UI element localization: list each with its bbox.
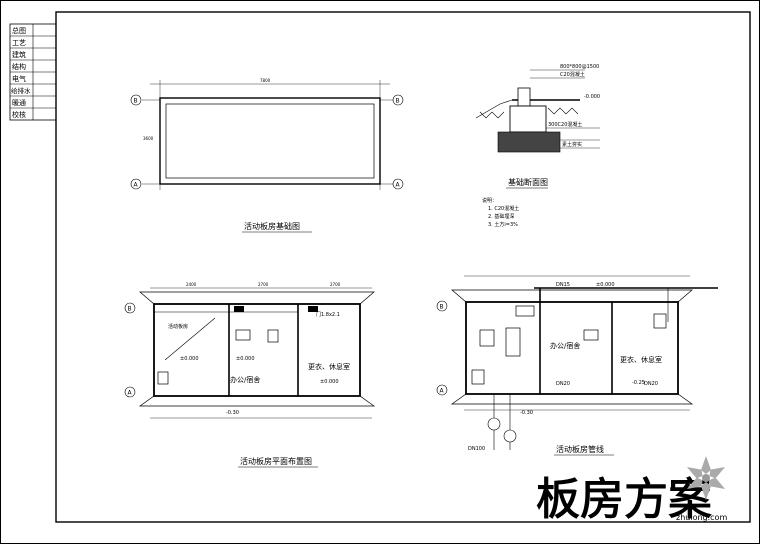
discipline-label: 工艺 — [12, 39, 26, 47]
door-marker — [234, 306, 244, 312]
callout-text: 800*800@1500 — [560, 64, 599, 70]
fixture — [515, 305, 535, 317]
concrete-pad — [509, 105, 547, 133]
note-text: 2. 基础埋深 — [488, 213, 514, 220]
pipe-label: DN20 — [644, 381, 658, 387]
fixture — [505, 327, 521, 357]
note-text: 1. C20混凝土 — [488, 205, 519, 212]
drawing-title: 活动板房平面布置图 — [240, 456, 312, 466]
room-note: 活动板房 — [168, 323, 188, 330]
drawing-title: 活动板房管线 — [556, 444, 604, 454]
axis-bubble-b — [130, 94, 142, 106]
drawing-title: 基础断面图 — [508, 177, 548, 187]
building-outline — [465, 301, 679, 395]
room-label: 办公/宿舍 — [230, 375, 260, 384]
axis-label: B — [128, 306, 132, 313]
pipe-label: DN20 — [556, 381, 570, 387]
dimension-text: 2700 — [258, 282, 269, 287]
pipe-plan: DN15 ±0.000 DN20 DN20 -0.25 -0.30 DN100 … — [436, 275, 718, 456]
cabinet — [267, 329, 279, 343]
inner-border — [55, 11, 751, 523]
building-outline — [153, 303, 361, 397]
axis-bubble-b — [436, 300, 448, 312]
discipline-label: 总图 — [12, 26, 26, 35]
foundation-inner-outline — [165, 103, 375, 179]
elevation-text: -0.25 — [632, 380, 645, 386]
discipline-title-block: 总图 工艺 建筑 结构 电气 给排水 暖通 校核 — [9, 23, 57, 121]
column-stub — [517, 87, 531, 107]
fixture — [157, 371, 169, 385]
discipline-label: 结构 — [12, 62, 26, 71]
fixture — [471, 369, 485, 385]
elevation-text: -0.000 — [584, 94, 600, 100]
discipline-label: 电气 — [12, 74, 26, 83]
dimension-text: 3600 — [143, 136, 154, 141]
elevation-text: -0.30 — [520, 410, 533, 416]
discipline-label: 暖通 — [12, 98, 26, 107]
dimension-text: 2700 — [330, 282, 341, 287]
elevation-text: ±0.000 — [320, 379, 339, 385]
pipe-label: DN100 — [468, 446, 485, 452]
drawing-title: 活动板房基础图 — [244, 221, 300, 231]
axis-label: A — [440, 388, 445, 395]
fixture — [479, 329, 495, 347]
dimension-text: 7800 — [260, 78, 271, 83]
watermark-site: zhulong.com — [676, 513, 727, 522]
floor-plan: 2400 2700 2700 活动板房 ±0.000 ±0.000 ±0.000… — [124, 282, 376, 468]
note-text: 说明： — [482, 197, 497, 204]
discipline-label: 建筑 — [12, 50, 26, 59]
dimension-text: 2400 — [186, 282, 197, 287]
elevation-text: ±0.000 — [180, 356, 199, 362]
compacted-soil — [497, 131, 561, 153]
window-note: 门1.8x2.1 — [316, 311, 340, 318]
door-marker — [308, 306, 318, 312]
axis-bubble-a — [392, 178, 404, 190]
axis-label: A — [128, 390, 133, 397]
axis-label: B — [134, 98, 138, 105]
foundation-section: 800*800@1500 C20混凝土 -0.000 300C20混凝土 素土夯… — [475, 64, 600, 228]
axis-bubble-b — [392, 94, 404, 106]
discipline-label: 给排水 — [11, 86, 31, 95]
axis-bubble-a — [124, 386, 136, 398]
inspection-well — [503, 429, 517, 443]
axis-label: A — [134, 182, 139, 189]
snowflake-logo-icon — [686, 456, 726, 500]
watermark: 板房方案 zhulong.com — [535, 456, 727, 526]
axis-label: B — [440, 304, 444, 311]
fixture — [653, 313, 667, 329]
axis-bubble-a — [436, 384, 448, 396]
callout-text: C20混凝土 — [560, 71, 585, 78]
watermark-text: 板房方案 — [536, 474, 712, 525]
callout-text: 300C20混凝土 — [548, 121, 582, 128]
foundation-plan: 7800 3600 B A B A 活动板房基础图 — [130, 78, 404, 233]
room-label: 更衣、休息室 — [308, 362, 350, 371]
room-label: 更衣、休息室 — [620, 355, 662, 364]
axis-label: B — [396, 98, 400, 105]
foundation-outline — [159, 97, 381, 185]
note-text: 3. 土方i=3% — [488, 221, 518, 228]
pipe-label: DN15 — [556, 282, 570, 288]
axis-bubble-a — [130, 178, 142, 190]
room-label: 办公/宿舍 — [550, 341, 580, 350]
desk — [583, 329, 599, 341]
elevation-text: ±0.000 — [596, 282, 615, 288]
discipline-label: 校核 — [12, 110, 26, 119]
inspection-well — [487, 417, 501, 431]
elevation-text: ±0.000 — [236, 356, 255, 362]
elevation-text: -0.30 — [226, 410, 239, 416]
desk — [235, 329, 251, 341]
axis-bubble-b — [124, 302, 136, 314]
axis-label: A — [396, 182, 401, 189]
callout-text: 素土夯实 — [562, 141, 582, 148]
